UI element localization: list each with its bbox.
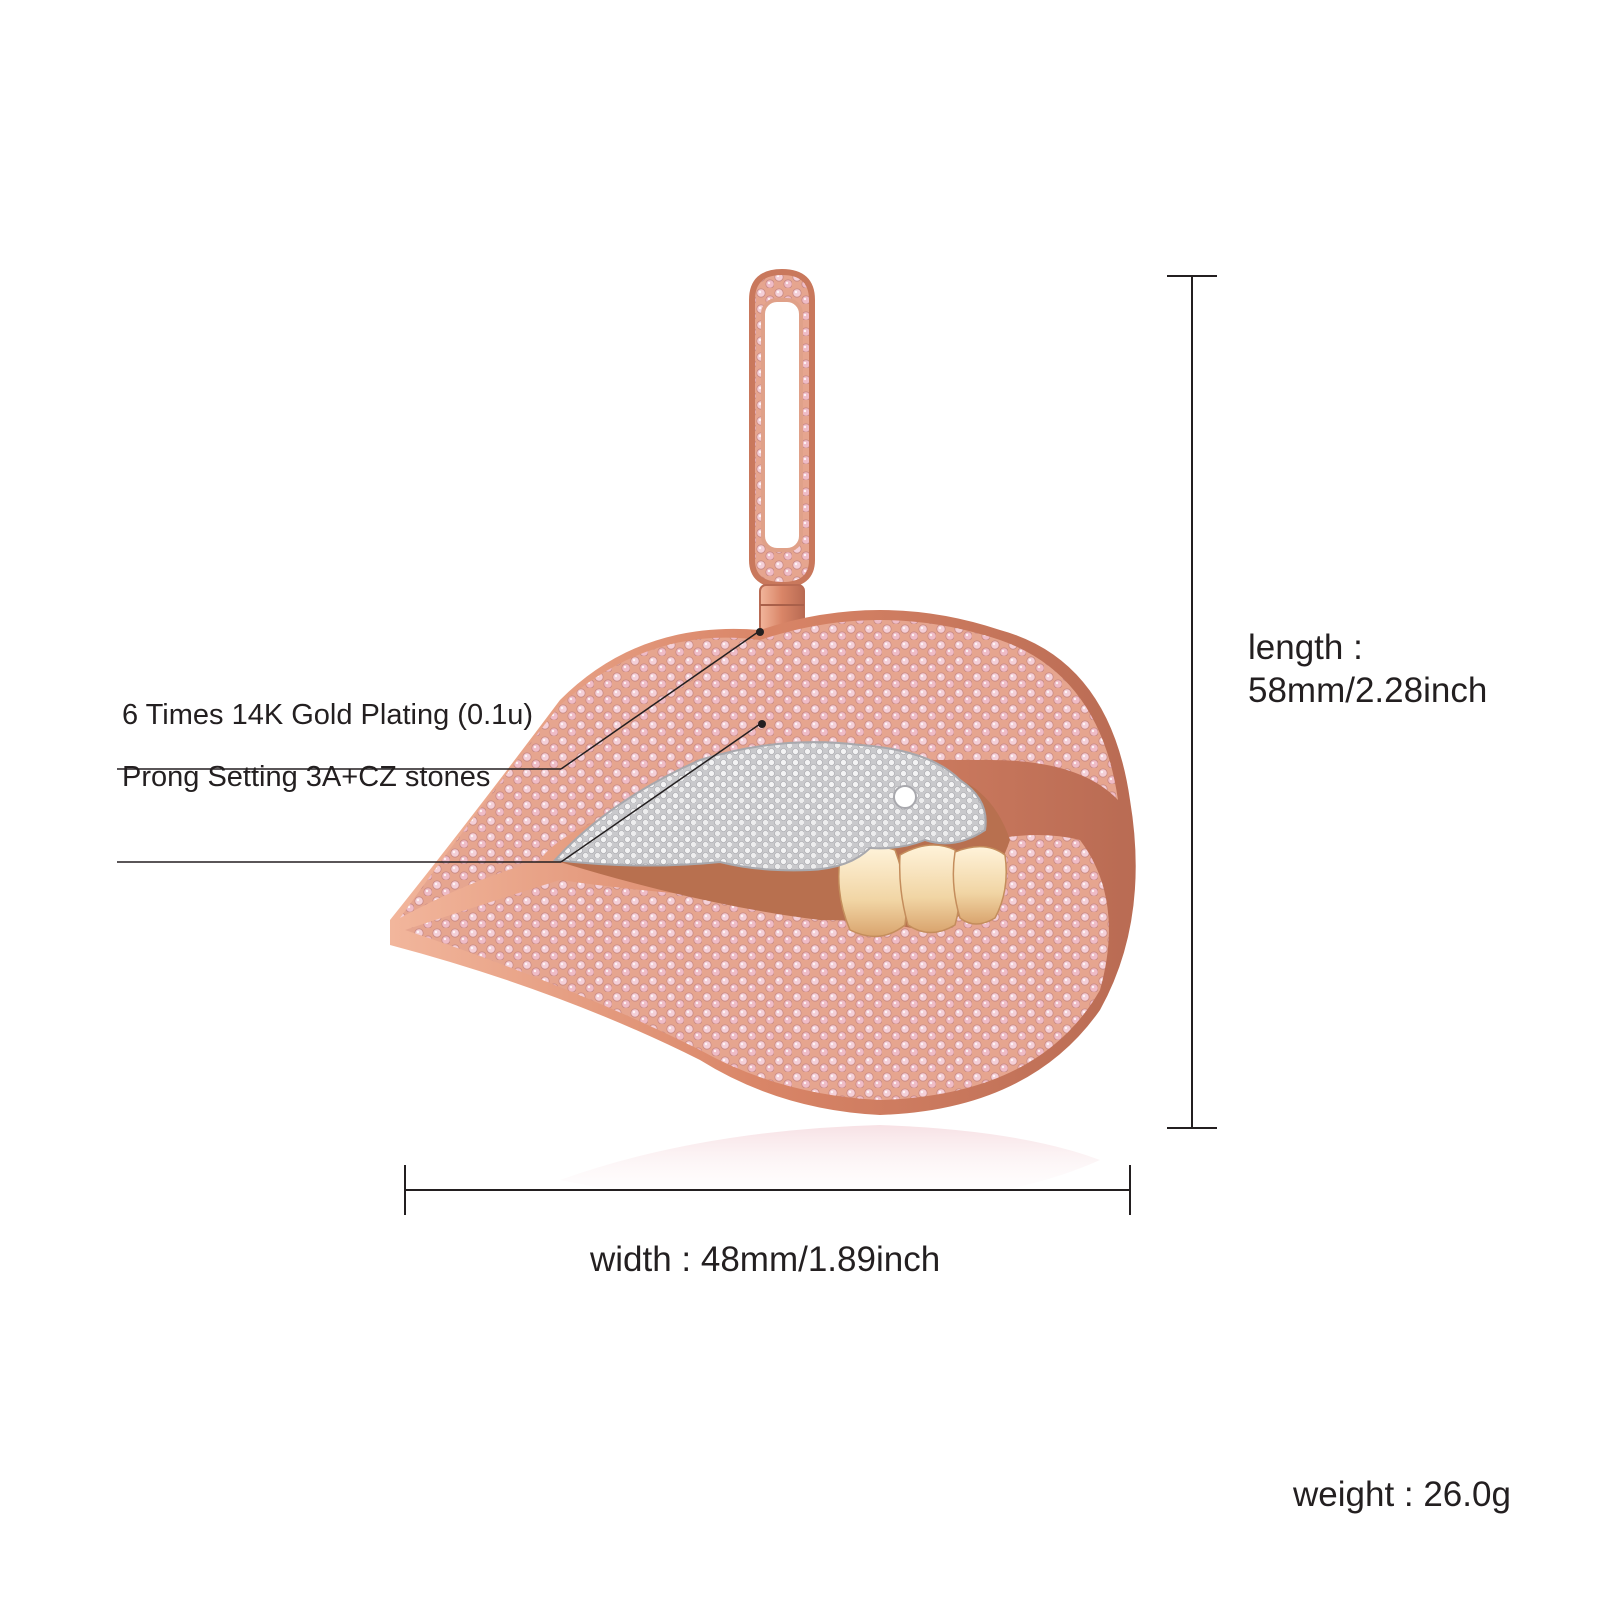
pendant-bail	[749, 268, 815, 634]
weight-label: weight : 26.0g	[1293, 1475, 1511, 1514]
callout-plating-label: 6 Times 14K Gold Plating (0.1u)	[122, 699, 534, 731]
teeth	[838, 844, 1007, 938]
width-label: width : 48mm/1.89inch	[590, 1240, 941, 1279]
pendant-reflection	[560, 1125, 1100, 1210]
length-dimension-line	[1167, 275, 1217, 1129]
callout-setting-label: Prong Setting 3A+CZ stones	[122, 761, 491, 793]
callout-lines	[117, 628, 766, 863]
length-value: 58mm/2.28inch	[1248, 671, 1488, 710]
width-dimension-line	[404, 1165, 1131, 1215]
length-label: length :	[1248, 628, 1363, 667]
lips-pendant	[390, 610, 1136, 1115]
